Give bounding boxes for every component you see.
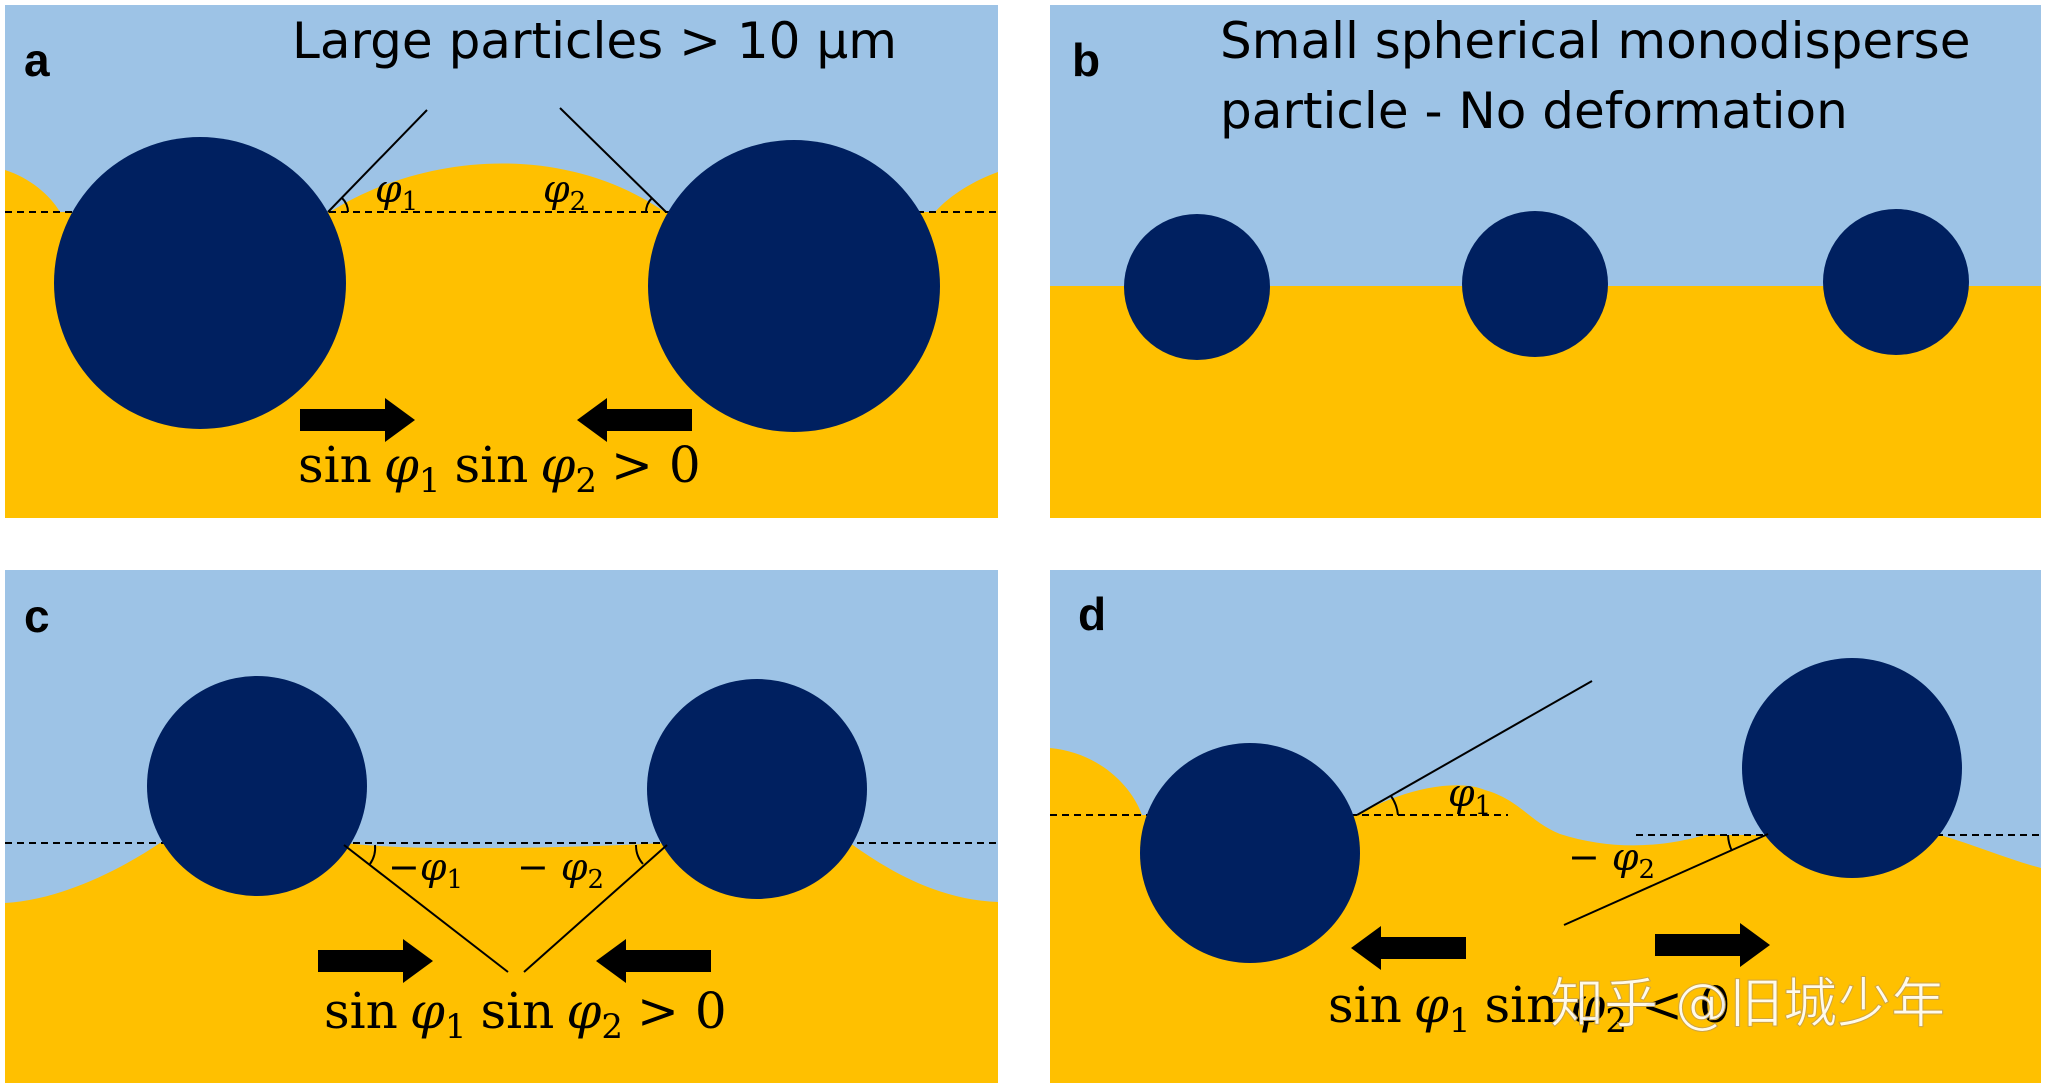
panel-a-tangent-left <box>327 109 428 213</box>
panel-d-angle-arc-left <box>1390 795 1399 816</box>
panel-b-particle-3 <box>1823 209 1969 355</box>
panel-a-particle-right <box>648 140 940 432</box>
panel-c-arrow-left <box>596 939 711 983</box>
panel-a-title: Large particles > 10 μm <box>292 12 897 70</box>
panel-c-liquid <box>5 843 998 1083</box>
panel-c-tangent-left <box>343 844 509 973</box>
panel-b-title-line-1: Small spherical monodisperse <box>1220 12 1971 70</box>
panel-d-angle-phi1: φ1 <box>1448 771 1491 821</box>
panel-b: b Small spherical monodisperse particle … <box>1050 5 2041 518</box>
panel-c-label: c <box>24 590 50 642</box>
panel-a-angle-phi2: φ2 <box>543 167 586 217</box>
panel-c-arrow-right <box>318 939 433 983</box>
panel-b-title-line-2: particle - No deformation <box>1220 82 1848 140</box>
panel-d-tangent-left <box>1356 680 1593 816</box>
panel-c-angle-phi2: − φ2 <box>517 845 604 895</box>
panel-c-angle-arc-right <box>634 844 644 865</box>
panel-d-angle-arc-right <box>1727 834 1733 852</box>
panel-d-particle-right <box>1742 658 1962 878</box>
panel-c-angle-arc-left <box>369 844 377 865</box>
panel-d-particle-left <box>1140 743 1360 963</box>
panel-a-tangent-right <box>559 107 667 213</box>
panel-a-angle-arc-right <box>645 197 653 213</box>
panel-d-label: d <box>1078 588 1106 640</box>
watermark-text: 知乎 @旧城少年 <box>1550 972 1945 1035</box>
panel-d-angle-phi2: − φ2 <box>1568 835 1655 885</box>
panel-c-particle-left <box>147 676 367 896</box>
panel-a-angle-phi1: φ1 <box>375 167 418 217</box>
panel-b-label: b <box>1072 34 1100 86</box>
panel-a-particle-left <box>54 137 346 429</box>
panel-d-arrow-left <box>1351 926 1466 970</box>
panel-a-arrow-left <box>577 398 692 442</box>
panel-d-tangent-right <box>1563 833 1769 926</box>
panel-c-angle-phi1: −φ1 <box>388 845 463 895</box>
panel-c-tangent-right <box>523 844 668 973</box>
panel-a-label: a <box>24 34 50 86</box>
panel-b-particle-2 <box>1462 211 1608 357</box>
panel-c-particle-right <box>647 679 867 899</box>
panel-a-angle-arc-left <box>341 197 349 213</box>
panel-a-arrow-right <box>300 398 415 442</box>
panel-b-particle-1 <box>1124 214 1270 360</box>
panel-d-arrow-right <box>1655 923 1770 967</box>
